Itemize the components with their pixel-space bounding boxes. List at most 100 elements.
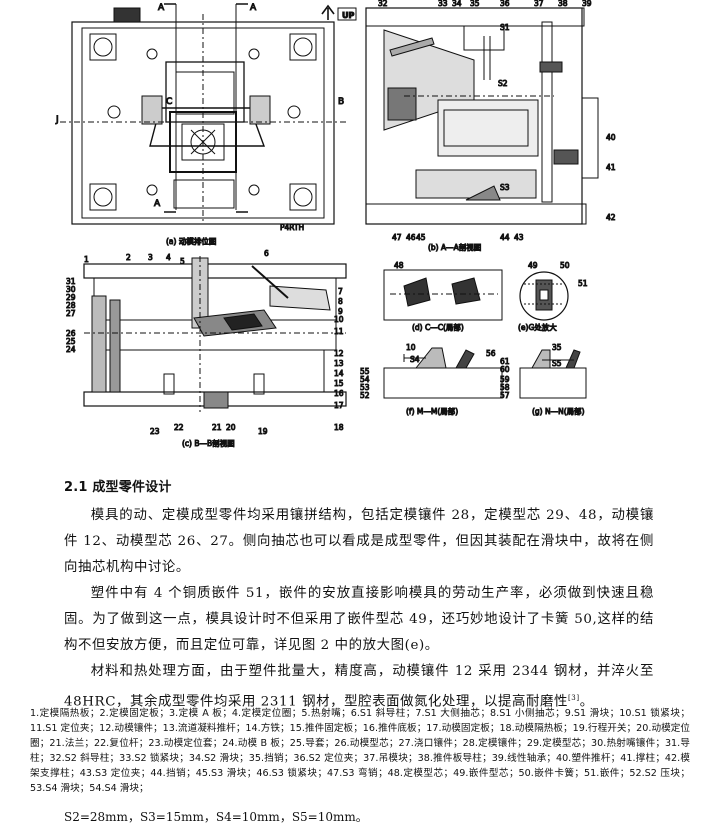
- callout-11: 11: [334, 327, 344, 336]
- caption-e: (e)G处放大: [518, 322, 557, 332]
- mold-assembly-figure: A A A UP B J C P4RTH (a) 动模排位图 32 33 34 …: [54, 0, 620, 448]
- caption-a: (a) 动模排位图: [166, 236, 216, 246]
- callout-48: 48: [394, 261, 404, 270]
- callout-59: 59: [500, 375, 510, 384]
- callout-5: 5: [180, 257, 185, 266]
- callout-60: 60: [500, 365, 510, 374]
- paragraph-2: 塑件中有 4 个铜质嵌件 51，嵌件的安放直接影响模具的劳动生产率，必须做到快速…: [64, 586, 654, 653]
- callout-22: 22: [174, 423, 184, 432]
- section-mark-b: B: [338, 97, 344, 107]
- callout-3: 3: [148, 253, 153, 262]
- part-mark: P4RTH: [280, 223, 304, 232]
- callout-39: 39: [582, 0, 592, 8]
- stroke-dimensions: S2=28mm，S3=15mm，S4=10mm，S5=10mm。: [64, 810, 368, 824]
- callout-55: 55: [360, 367, 370, 376]
- stroke-label-s4: S4: [410, 355, 420, 364]
- callout-47: 47: [392, 233, 402, 242]
- callout-12: 12: [334, 349, 344, 358]
- dim-10: 10: [406, 343, 416, 352]
- section-mark-a-top: A: [158, 3, 165, 13]
- callout-16: 16: [334, 389, 344, 398]
- callout-27: 27: [66, 309, 76, 318]
- callout-23: 23: [150, 427, 160, 436]
- caption-b: (b) A—A剖视图: [428, 242, 481, 252]
- callout-40: 40: [606, 133, 616, 142]
- callout-31: 31: [66, 277, 76, 286]
- callout-14: 14: [334, 369, 344, 378]
- dim-35: 35: [552, 343, 562, 352]
- callout-28: 28: [66, 301, 76, 310]
- callout-26: 26: [66, 329, 76, 338]
- callout-24: 24: [66, 345, 76, 354]
- callout-6: 6: [264, 249, 269, 258]
- callout-37: 37: [534, 0, 544, 8]
- view-c-section: [83, 256, 347, 412]
- paragraph-3: 材料和热处理方面，由于塑件批量大，精度高，动模镶件 12 采用 2344 钢材，…: [64, 659, 654, 715]
- view-d-detail: [383, 269, 503, 321]
- callout-15: 15: [334, 379, 344, 388]
- section-mark-j: J: [55, 115, 59, 125]
- paragraph-3-end: 。: [579, 694, 594, 710]
- callout-36: 36: [500, 0, 510, 8]
- callout-50: 50: [560, 261, 570, 270]
- callout-61: 61: [500, 357, 510, 366]
- callout-17: 17: [334, 401, 344, 410]
- stroke-label-s5: S5: [552, 359, 562, 368]
- callout-30: 30: [66, 285, 76, 294]
- callout-54: 54: [360, 375, 370, 384]
- caption-g: (g) N—N(局部): [532, 406, 585, 416]
- callout-32: 32: [378, 0, 388, 8]
- callout-4: 4: [166, 253, 171, 262]
- callout-58: 58: [500, 383, 510, 392]
- callout-9: 9: [338, 307, 343, 316]
- callout-44: 44: [500, 233, 510, 242]
- callout-51: 51: [578, 279, 588, 288]
- callout-13: 13: [334, 359, 344, 368]
- view-a-layout: [60, 3, 357, 225]
- paragraph-1: 模具的动、定模成型零件均采用镶拼结构，包括定模镶件 28，定模型芯 29、48，…: [64, 508, 654, 575]
- callout-46: 46: [406, 233, 416, 242]
- callout-25: 25: [66, 337, 76, 346]
- section-title: 2.1 成型零件设计: [64, 480, 172, 495]
- callout-21: 21: [212, 423, 222, 432]
- section-mark-a-bottom: A: [154, 199, 161, 209]
- article-body: 2.1 成型零件设计 模具的动、定模成型零件均采用镶拼结构，包括定模镶件 28，…: [64, 476, 654, 715]
- callout-41: 41: [606, 163, 616, 172]
- view-g-detail: [519, 349, 587, 399]
- caption-f: (f) M—M(局部): [406, 406, 458, 416]
- callout-34: 34: [452, 0, 462, 8]
- callout-19: 19: [258, 427, 268, 436]
- callout-33: 33: [438, 0, 448, 8]
- section-mark-a-top-right: A: [250, 3, 257, 13]
- figure-legend: 1.定模隔热板；2.定模固定板；3.定模 A 板；4.定模定位圈；5.热射嘴；6…: [30, 708, 690, 794]
- stroke-label-s1: S1: [500, 23, 510, 32]
- paragraph-3-text: 材料和热处理方面，由于塑件批量大，精度高，动模镶件 12 采用 2344 钢材，…: [64, 664, 654, 710]
- callout-38: 38: [558, 0, 568, 8]
- callout-49: 49: [528, 261, 538, 270]
- view-f-detail: [383, 347, 503, 399]
- callout-7: 7: [338, 287, 343, 296]
- callout-10: 10: [334, 315, 344, 324]
- callout-42: 42: [606, 213, 616, 222]
- callout-43: 43: [514, 233, 524, 242]
- section-mark-c: C: [166, 97, 172, 107]
- caption-d: (d) C—C(局部): [412, 322, 464, 332]
- callout-35: 35: [470, 0, 480, 8]
- caption-c: (c) B—B剖视图: [182, 438, 235, 448]
- citation: [3]: [567, 694, 580, 702]
- callout-2: 2: [126, 253, 131, 262]
- callout-57: 57: [500, 391, 510, 400]
- callout-45: 45: [416, 233, 426, 242]
- view-e-enlarged: [519, 271, 569, 321]
- callout-20: 20: [226, 423, 236, 432]
- stroke-label-s2: S2: [498, 79, 508, 88]
- callout-53: 53: [360, 383, 370, 392]
- callout-52: 52: [360, 391, 370, 400]
- callout-1: 1: [84, 255, 89, 264]
- callout-18: 18: [334, 423, 344, 432]
- callout-8: 8: [338, 297, 343, 306]
- stroke-label-s3: S3: [500, 183, 510, 192]
- view-b-section: [365, 7, 599, 225]
- callout-56: 56: [486, 349, 496, 358]
- up-label: UP: [342, 11, 354, 20]
